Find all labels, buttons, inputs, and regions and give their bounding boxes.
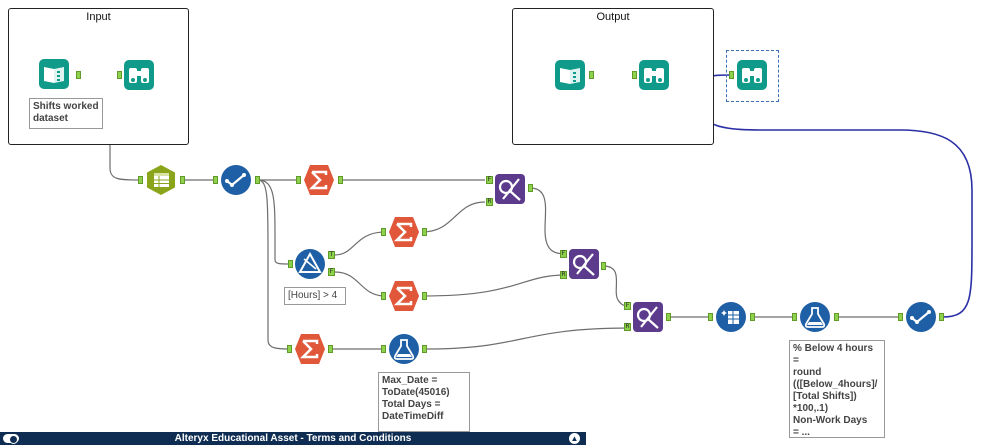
input-container-title: Input — [86, 11, 111, 23]
select2-output-anchor[interactable] — [939, 313, 944, 321]
browse2-input-anchor[interactable] — [632, 71, 637, 79]
formula-tool-2[interactable] — [799, 301, 831, 333]
formula1-output-anchor[interactable] — [422, 345, 427, 353]
join-icon — [495, 174, 525, 204]
parse-icon — [147, 165, 175, 195]
output-container[interactable]: Output — [512, 8, 714, 145]
sum2-output-anchor[interactable] — [422, 228, 427, 236]
sum3-output-anchor[interactable] — [422, 292, 427, 300]
data-cleansing-tool[interactable] — [715, 301, 747, 333]
filter-triangle-icon — [295, 249, 325, 279]
select2-input-anchor[interactable] — [898, 313, 903, 321]
summarize-tool-1[interactable] — [303, 164, 335, 196]
cleanse-input-anchor[interactable] — [708, 313, 713, 321]
join1-left-anchor[interactable]: F — [486, 176, 493, 184]
formula-flask-icon — [800, 302, 830, 332]
filter-true-anchor[interactable]: T — [328, 251, 335, 259]
cleanse-output-anchor[interactable] — [750, 313, 755, 321]
formula2-output-anchor[interactable] — [834, 313, 839, 321]
binoculars-icon — [124, 60, 154, 90]
browse-tool-2[interactable] — [638, 59, 670, 91]
conn-sum2-join1r — [421, 201, 486, 233]
sum4-input-anchor[interactable] — [287, 345, 292, 353]
join-tool-3[interactable] — [632, 301, 664, 333]
selected-tool-outline — [726, 50, 779, 102]
formula-tool-1[interactable] — [388, 333, 420, 365]
formula-flask-icon — [389, 334, 419, 364]
conn-join1-join2 — [529, 187, 567, 255]
summarize-sigma-icon — [389, 217, 419, 247]
conn-select-filter — [257, 179, 291, 265]
output-container-title: Output — [596, 11, 630, 23]
join3-left-anchor[interactable]: F — [624, 302, 631, 310]
join-icon — [633, 302, 663, 332]
input-data-icon — [39, 59, 69, 89]
conn-filter-f-sum3 — [334, 271, 386, 297]
join2-right-anchor[interactable]: R — [560, 271, 567, 279]
select-checkmark-icon — [221, 165, 251, 195]
toggle-knob — [9, 435, 18, 444]
conn-formula1-join3r — [424, 327, 631, 350]
data-cleansing-icon — [716, 302, 746, 332]
sum1-output-anchor[interactable] — [338, 176, 343, 184]
select-tool[interactable] — [220, 164, 252, 196]
textinput-input-anchor[interactable] — [138, 176, 143, 184]
browse-tool-3[interactable] — [736, 59, 768, 91]
join3-output-anchor[interactable] — [666, 313, 671, 321]
conn-select-sum4 — [257, 179, 293, 350]
conn-select2-browse-selected — [699, 74, 973, 318]
join1-output-anchor[interactable] — [528, 184, 533, 192]
binoculars-icon — [639, 60, 669, 90]
browse3-input-anchor[interactable] — [729, 71, 734, 79]
terms-title[interactable]: Alteryx Educational Asset - Terms and Co… — [174, 433, 412, 444]
sum3-input-anchor[interactable] — [381, 292, 386, 300]
formula1-input-anchor[interactable] — [381, 345, 386, 353]
text-to-columns-tool[interactable] — [145, 164, 177, 196]
summarize-sigma-icon — [389, 281, 419, 311]
summarize-sigma-icon — [304, 165, 334, 195]
binoculars-icon — [737, 60, 767, 90]
formula2-input-anchor[interactable] — [792, 313, 797, 321]
summarize-tool-2[interactable] — [388, 216, 420, 248]
sum1-input-anchor[interactable] — [296, 176, 301, 184]
join2-left-anchor[interactable]: F — [560, 250, 567, 258]
summarize-tool-4[interactable] — [294, 333, 326, 365]
filter-tool[interactable] — [294, 248, 326, 280]
shifts-dataset-annotation: Shifts worked dataset — [29, 98, 103, 129]
select-output-anchor[interactable] — [255, 176, 260, 184]
formula-dates-annotation: Max_Date = ToDate(45016) Total Days = Da… — [378, 372, 470, 432]
select-input-anchor[interactable] — [213, 176, 218, 184]
conn-filter-t-sum2 — [334, 231, 386, 256]
summarize-sigma-icon — [295, 334, 325, 364]
join1-right-anchor[interactable]: R — [486, 198, 493, 206]
input-data-tool[interactable] — [38, 58, 70, 90]
textinput-output-anchor[interactable] — [180, 176, 185, 184]
select-tool-2[interactable] — [905, 301, 937, 333]
conn-sum3-join2r — [421, 274, 567, 297]
output-input-data-tool[interactable] — [554, 59, 586, 91]
input-data-output-anchor[interactable] — [76, 71, 81, 79]
select-checkmark-icon — [906, 302, 936, 332]
sum4-output-anchor[interactable] — [328, 345, 333, 353]
join3-right-anchor[interactable]: R — [624, 323, 631, 331]
chevron-up-icon[interactable]: ▲ — [569, 433, 580, 444]
output-input-data-anchor[interactable] — [589, 71, 594, 79]
join-tool-2[interactable] — [568, 248, 600, 280]
browse1-input-anchor[interactable] — [117, 71, 122, 79]
browse-tool-1[interactable] — [123, 59, 155, 91]
join-tool-1[interactable] — [494, 173, 526, 205]
filter-false-anchor[interactable]: F — [328, 268, 335, 276]
summarize-tool-3[interactable] — [388, 280, 420, 312]
filter-input-anchor[interactable] — [288, 260, 293, 268]
join-icon — [569, 249, 599, 279]
sum2-input-anchor[interactable] — [381, 228, 386, 236]
conn-join2-join3 — [602, 265, 631, 307]
terms-bottom-bar[interactable]: Alteryx Educational Asset - Terms and Co… — [0, 432, 586, 445]
join2-output-anchor[interactable] — [601, 262, 606, 270]
input-data-icon — [555, 60, 585, 90]
formula-percent-annotation: % Below 4 hours = round (([Below_4hours]… — [789, 340, 885, 438]
filter-expression-annotation: [Hours] > 4 — [284, 287, 346, 305]
